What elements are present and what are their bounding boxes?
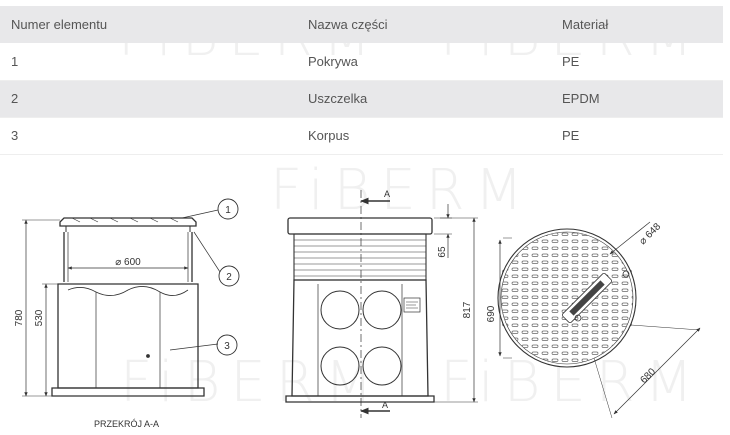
dim-width-690: 690 — [486, 305, 497, 322]
cell-part-name: Uszczelka — [308, 91, 368, 106]
top-view — [497, 221, 701, 419]
table-row: 2 Uszczelka EPDM — [0, 80, 723, 117]
table-header-row: Numer elementu Nazwa części Materiał — [0, 6, 723, 43]
parts-table: Numer elementu Nazwa części Materiał 1 P… — [0, 6, 723, 155]
cell-element-number: 3 — [11, 128, 19, 143]
section-view — [22, 198, 240, 397]
header-part-name: Nazwa części — [308, 17, 388, 32]
cell-material: PE — [562, 128, 580, 143]
dim-height-530: 530 — [34, 309, 45, 326]
technical-drawing: 1 2 3 ⌀ 600 780 530 PRZEKRÓJ A-A — [14, 189, 701, 429]
callout-3: 3 — [224, 341, 230, 352]
cell-material: PE — [562, 53, 580, 69]
dim-cover-65: 65 — [437, 246, 448, 258]
cell-part-name: Pokrywa — [308, 53, 358, 69]
header-material: Materiał — [562, 17, 609, 32]
section-label-top: A — [384, 189, 390, 199]
section-label-bottom: A — [382, 400, 388, 410]
cell-material: EPDM — [562, 91, 600, 106]
dim-diameter-600: ⌀ 600 — [115, 257, 141, 268]
callout-1: 1 — [225, 205, 231, 216]
front-view — [285, 190, 478, 418]
cell-element-number: 2 — [11, 91, 19, 106]
dim-diagonal-680: 680 — [638, 366, 658, 386]
header-element-number: Numer elementu — [11, 17, 108, 32]
table-row: 3 Korpus PE — [0, 117, 723, 154]
section-caption: PRZEKRÓJ A-A — [94, 419, 159, 429]
dim-diameter-648: ⌀ 648 — [637, 221, 663, 247]
table-row: 1 Pokrywa PE — [0, 43, 723, 80]
dim-height-780: 780 — [14, 309, 25, 326]
dim-height-817: 817 — [462, 301, 473, 318]
cell-part-name: Korpus — [308, 128, 350, 143]
callout-2: 2 — [226, 272, 232, 283]
cell-element-number: 1 — [11, 53, 19, 69]
